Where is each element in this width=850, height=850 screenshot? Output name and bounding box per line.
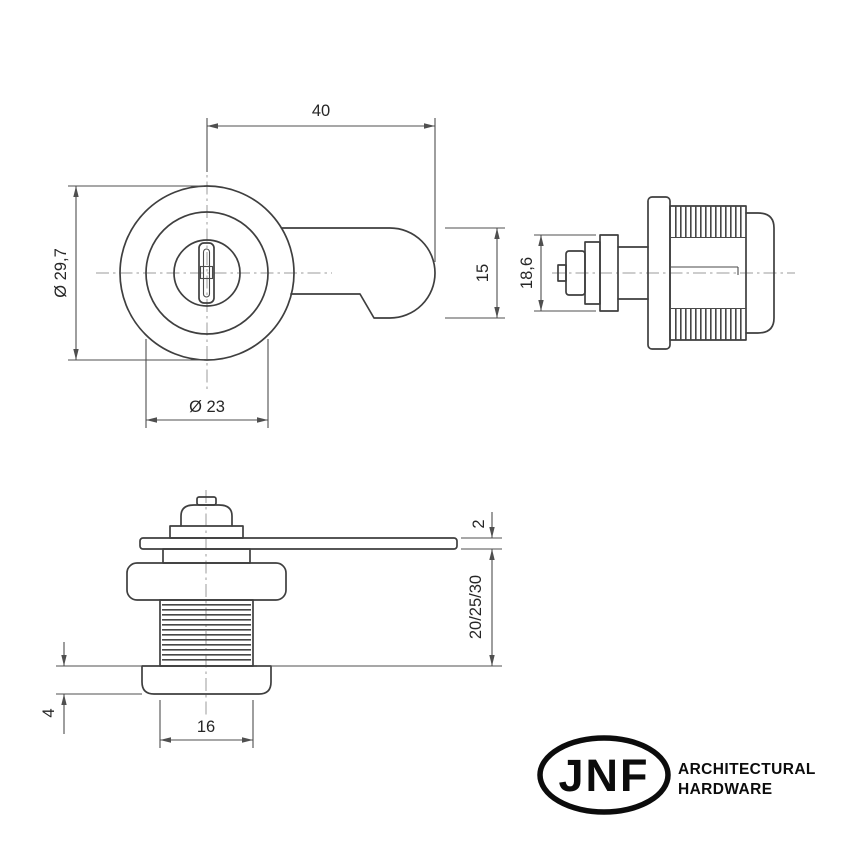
jnf-logo: JNF ARCHITECTURAL HARDWARE xyxy=(537,735,816,815)
dim-cam-thickness: 2 xyxy=(461,512,502,550)
dim-head-diameter: Ø 29,7 xyxy=(52,185,204,361)
lock-head-outer-circle xyxy=(119,185,295,361)
key-slot xyxy=(198,242,215,304)
dim-label-side-head-height: 18,6 xyxy=(518,257,536,289)
dim-nut-height: 4 xyxy=(40,642,142,734)
dim-label-body-diameter: Ø 23 xyxy=(189,398,225,416)
dim-label-nut-height: 4 xyxy=(40,708,58,717)
dim-label-cam-length: 40 xyxy=(312,102,330,120)
dim-side-head-height: 18,6 xyxy=(518,234,596,312)
dim-thread-diameter: 16 xyxy=(159,700,254,748)
dim-label-head-diameter: Ø 29,7 xyxy=(52,248,70,298)
side-view: 18,6 xyxy=(518,196,795,350)
logo-tagline-line2: HARDWARE xyxy=(678,781,772,798)
knob-dome xyxy=(180,504,233,527)
dim-cam-length: 40 xyxy=(206,102,436,262)
nut xyxy=(141,665,272,695)
bottom-view: 2 20/25/30 4 16 xyxy=(40,490,502,748)
key-slot-center-detail xyxy=(199,265,214,280)
logo-tagline-line1: ARCHITECTURAL xyxy=(678,761,816,778)
dim-label-cam-height: 15 xyxy=(474,264,492,282)
threaded-barrel xyxy=(669,205,747,341)
cylinder-circle xyxy=(173,239,241,307)
front-view: 40 Ø 29,7 15 Ø 23 xyxy=(52,102,505,428)
dim-label-thread-diameter: 16 xyxy=(197,718,215,736)
key-nose xyxy=(557,264,567,282)
key-slot-inner xyxy=(202,248,211,298)
logo-brand-text: JNF xyxy=(558,750,649,801)
cam-arm-outline xyxy=(280,227,436,319)
dim-cam-height: 15 xyxy=(445,227,505,319)
lock-body-circle xyxy=(145,211,269,335)
dim-body-diameter: Ø 23 xyxy=(145,339,269,428)
dim-label-cam-thickness: 2 xyxy=(470,519,488,528)
dim-body-lengths: 20/25/30 xyxy=(257,549,502,667)
cam-plate xyxy=(139,537,458,550)
logo-oval xyxy=(537,735,671,815)
end-nut xyxy=(745,212,775,334)
dim-label-body-lengths: 20/25/30 xyxy=(467,575,485,639)
